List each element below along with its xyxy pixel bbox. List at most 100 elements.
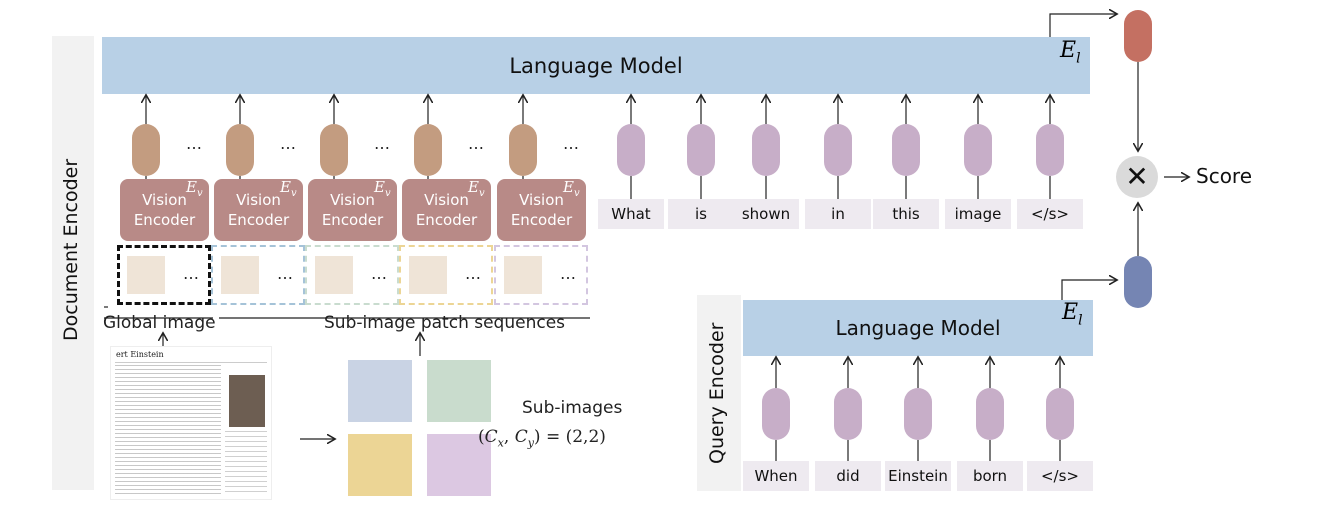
document-lm-symbol-letter: E <box>1060 38 1077 63</box>
document-lm-symbol: El <box>1060 38 1081 66</box>
text-token: </s> <box>1017 199 1083 229</box>
vision-encoder-symbol-sub: v <box>290 188 297 199</box>
sub-image-bottom-right <box>427 434 491 496</box>
query-encoder-panel <box>697 295 741 491</box>
vision-encoder-label-line2: Encoder <box>133 211 196 229</box>
vision-encoder-symbol-letter: E <box>563 178 574 196</box>
vision-encoder-symbol-sub: v <box>478 188 485 199</box>
wiki-infobox <box>225 431 267 495</box>
vision-encoder-label-line1: Vision <box>236 191 281 209</box>
patch <box>127 256 165 294</box>
vision-encoder-label-line2: Encoder <box>321 211 384 229</box>
vision-encoder-symbol-sub: v <box>196 188 203 199</box>
query-output-arrow <box>1061 280 1116 300</box>
patch <box>409 256 447 294</box>
text-token: image <box>945 199 1011 229</box>
document-language-model-label: Language Model <box>509 53 683 78</box>
ellipsis: … <box>468 134 484 153</box>
wiki-text-block <box>115 365 221 495</box>
wiki-portrait <box>229 375 265 427</box>
query-language-model: Language Model <box>743 300 1093 356</box>
vision-encoder-symbol: Ev <box>563 178 580 199</box>
query-token-embedding-pill <box>762 388 790 440</box>
query-embedding <box>1124 256 1152 308</box>
ellipsis: … <box>183 264 199 283</box>
vision-encoder-symbol-letter: E <box>280 178 291 196</box>
ellipsis: … <box>560 264 576 283</box>
text-token-embedding-pill <box>892 124 920 176</box>
patch-sequence-box <box>399 245 493 305</box>
patch-embedding-pill <box>509 124 537 176</box>
text-token: this <box>873 199 939 229</box>
query-token-embedding-pill <box>834 388 862 440</box>
score-label: Score <box>1196 164 1253 188</box>
sub-images-formula: (Cx, Cy) = (2,2) <box>478 427 606 450</box>
vision-encoder-symbol-sub: v <box>384 188 391 199</box>
multiply-icon: ✕ <box>1125 160 1149 193</box>
vision-encoder-label-line2: Encoder <box>415 211 478 229</box>
score-operator: ✕ <box>1116 156 1158 198</box>
text-token: What <box>598 199 664 229</box>
sub-image-bottom-left <box>348 434 412 496</box>
vision-encoder-symbol: Ev <box>280 178 297 199</box>
patch-embedding-pill <box>132 124 160 176</box>
text-token-embedding-pill <box>824 124 852 176</box>
vision-encoder-label-line1: Vision <box>142 191 187 209</box>
query-lm-symbol: El <box>1062 300 1083 328</box>
query-lm-symbol-sub: l <box>1078 312 1083 329</box>
query-token: born <box>957 461 1023 491</box>
text-token: shown <box>733 199 799 229</box>
patch-sequence-box <box>211 245 305 305</box>
vision-encoder-label-line2: Encoder <box>510 211 573 229</box>
patch-embedding-pill <box>320 124 348 176</box>
query-token: When <box>743 461 809 491</box>
patch-embedding-pill <box>414 124 442 176</box>
document-page-thumbnail: ert Einstein <box>110 346 272 500</box>
vision-encoder-symbol-sub: v <box>573 188 580 199</box>
patch <box>504 256 542 294</box>
query-token-embedding-pill <box>1046 388 1074 440</box>
vision-encoder-symbol: Ev <box>374 178 391 199</box>
sub-image-top-left <box>348 360 412 422</box>
text-token: in <box>805 199 871 229</box>
text-token-embedding-pill <box>617 124 645 176</box>
query-encoder-label: Query Encoder <box>706 322 728 464</box>
query-token: Einstein <box>885 461 951 491</box>
ellipsis: … <box>186 134 202 153</box>
sub-image-top-right <box>427 360 491 422</box>
patch-embedding-pill <box>226 124 254 176</box>
vision-encoder-symbol-letter: E <box>374 178 385 196</box>
document-language-model: Language Model <box>102 37 1090 94</box>
vision-encoder-symbol-letter: E <box>468 178 479 196</box>
ellipsis: … <box>280 134 296 153</box>
patch-sequence-box <box>305 245 399 305</box>
vision-encoder-label-line1: Vision <box>424 191 469 209</box>
vision-encoder-label-line2: Encoder <box>227 211 290 229</box>
vision-encoder-symbol-letter: E <box>186 178 197 196</box>
vision-encoder-label-line1: Vision <box>330 191 375 209</box>
vision-encoder-symbol: Ev <box>186 178 203 199</box>
query-lm-symbol-letter: E <box>1062 300 1079 325</box>
patch-sequence-box <box>494 245 588 305</box>
patch-sequence-box <box>117 245 211 305</box>
query-language-model-label: Language Model <box>835 316 1001 340</box>
sub-images-label: Sub-images <box>522 398 623 418</box>
patch <box>221 256 259 294</box>
vision-encoder-symbol: Ev <box>468 178 485 199</box>
text-token-embedding-pill <box>752 124 780 176</box>
ellipsis: … <box>371 264 387 283</box>
vision-encoder-label-line1: Vision <box>519 191 564 209</box>
document-embedding <box>1124 10 1152 62</box>
ellipsis: … <box>465 264 481 283</box>
text-token-embedding-pill <box>1036 124 1064 176</box>
document-encoder-panel <box>52 36 94 490</box>
patch <box>315 256 353 294</box>
query-token: </s> <box>1027 461 1093 491</box>
wiki-page-divider <box>115 362 267 363</box>
document-encoder-label: Document Encoder <box>60 158 82 342</box>
query-token-embedding-pill <box>904 388 932 440</box>
